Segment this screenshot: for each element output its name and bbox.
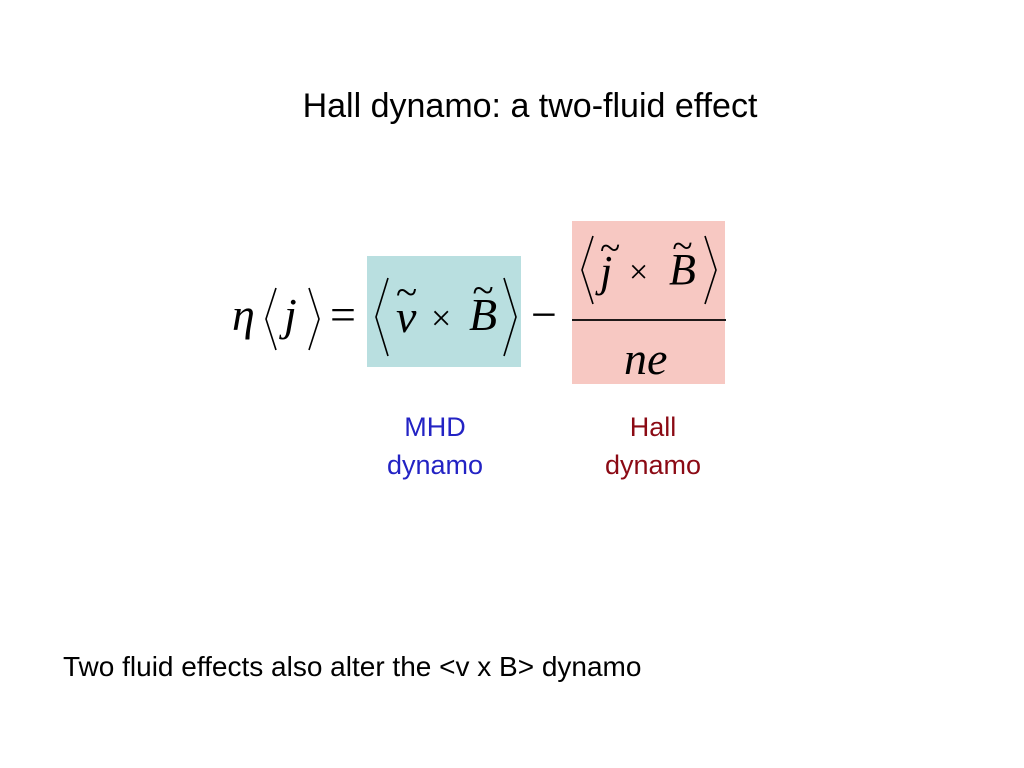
footer-note: Two fluid effects also alter the <v x B>…: [63, 651, 642, 682]
hall-current-fluctuation: ~j: [600, 228, 620, 296]
mhd-dynamo-label: MHD dynamo: [345, 408, 525, 484]
hall-field-fluctuation: ~B: [669, 226, 696, 294]
left-angle-bracket-icon: [375, 277, 389, 357]
right-angle-bracket-icon: [503, 277, 517, 357]
fraction-bar: [572, 319, 726, 321]
tilde-accent: ~: [672, 225, 693, 267]
right-angle-bracket-icon: [308, 287, 320, 351]
mhd-term-highlight: [367, 256, 521, 367]
tilde-accent: ~: [396, 270, 418, 314]
minus-sign: −: [531, 289, 557, 340]
mhd-label-line-1: MHD: [404, 412, 466, 442]
cross-product-symbol: ×: [629, 254, 649, 291]
slide-title: Hall dynamo: a two-fluid effect: [302, 87, 758, 125]
eta-symbol: η: [232, 289, 255, 340]
mhd-label-line-2: dynamo: [386, 450, 484, 480]
hall-denominator: ne: [624, 333, 668, 384]
mhd-velocity-fluctuation: ~v: [396, 271, 417, 342]
left-angle-bracket-icon: [265, 287, 277, 351]
equals-sign: =: [330, 289, 356, 340]
right-angle-bracket-icon: [704, 235, 717, 305]
hall-label-line-1: Hall: [629, 412, 677, 442]
current-density-symbol: j: [284, 289, 297, 340]
cross-product-symbol: ×: [431, 298, 452, 338]
mhd-field-fluctuation: ~B: [469, 269, 497, 340]
tilde-accent: ~: [472, 268, 494, 312]
hall-term-highlight: [572, 221, 725, 384]
hall-label-line-2: dynamo: [604, 450, 702, 480]
left-angle-bracket-icon: [581, 235, 594, 305]
tilde-accent: ~: [600, 227, 621, 269]
hall-dynamo-label: Hall dynamo: [563, 408, 743, 484]
